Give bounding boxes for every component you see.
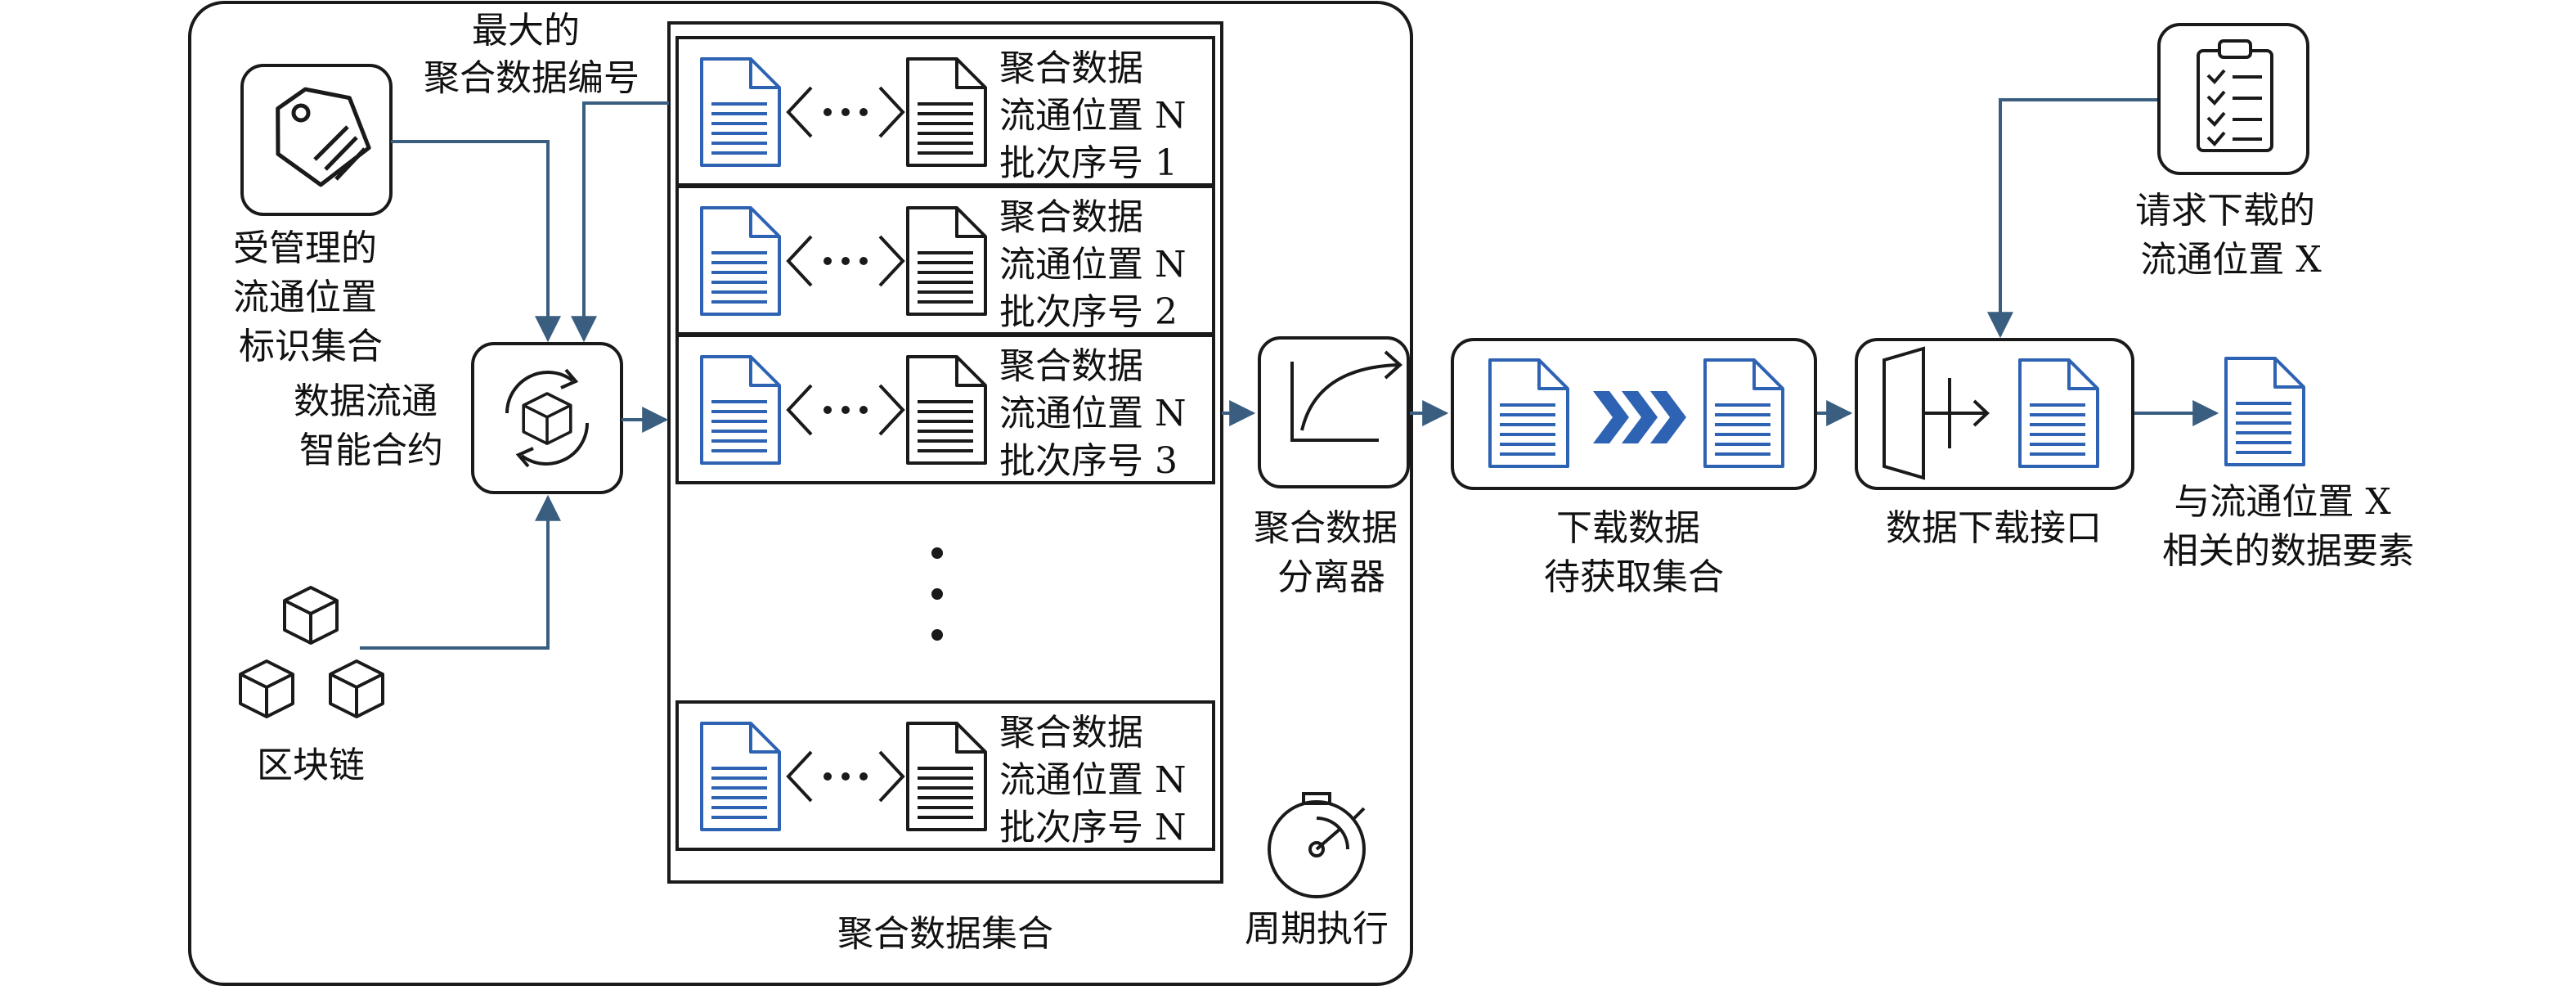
connectors (360, 98, 2219, 650)
triple-chevron-icon (1593, 391, 1686, 443)
agg-item-text: 聚合数据流通位置 N 批次序号 1 (999, 47, 1187, 184)
agg-item-line: 聚合数据 (999, 345, 1143, 387)
agg-item-line: 批次序号 3 (999, 440, 1178, 482)
agg-item-text: 聚合数据流通位置 N 批次序号 N (999, 712, 1187, 848)
stacked-cubes-icon (239, 586, 384, 718)
agg-data-set-box (667, 21, 1223, 884)
agg-item: 聚合数据流通位置 N 批次序号 3 (675, 334, 1215, 484)
request-location-label: 请求下载的 流通位置 X (2135, 190, 2327, 281)
black-document-icon (906, 355, 987, 465)
result-label: 与流通位置 X 相关的数据要素 (2162, 481, 2414, 572)
blue-document-icon (1488, 358, 1569, 468)
black-document-icon (906, 206, 987, 316)
blue-document-icon-2 (1703, 358, 1784, 468)
rotating-cube-icon (471, 342, 623, 494)
agg-item-line: 批次序号 2 (999, 291, 1178, 333)
agg-item-text: 聚合数据流通位置 N 批次序号 2 (999, 196, 1187, 333)
agg-item-line: 批次序号 N (999, 807, 1187, 848)
agg-item-line: 流通位置 N (999, 244, 1187, 286)
managed-location-set-label: 受管理的 流通位置 标识集合 (233, 227, 388, 367)
agg-item-line: 聚合数据 (999, 712, 1143, 754)
agg-item-text: 聚合数据流通位置 N 批次序号 3 (999, 345, 1187, 482)
agg-item-line: 聚合数据 (999, 196, 1143, 238)
agg-item: 聚合数据流通位置 N 批次序号 2 (675, 185, 1215, 335)
blue-document-icon (700, 355, 781, 465)
smart-contract-label: 数据流通 智能合约 (294, 380, 449, 471)
download-pending-box (1451, 338, 1817, 490)
download-interface-label: 数据下载接口 (1886, 507, 2102, 549)
periodic-label: 周期执行 (1245, 908, 1389, 950)
agg-item: 聚合数据流通位置 N 批次序号 1 (675, 36, 1215, 187)
blue-document-icon (700, 206, 781, 316)
stopwatch-icon (1268, 792, 1366, 898)
agg-item: 聚合数据流通位置 N 批次序号 N (675, 700, 1215, 851)
agg-item-line: 流通位置 N (999, 95, 1187, 137)
download-interface-box (1855, 338, 2134, 490)
blue-document-icon (700, 722, 781, 831)
separator-label: 聚合数据 分离器 (1254, 507, 1409, 598)
agg-data-set-label: 聚合数据集合 (837, 913, 1053, 955)
blockchain-label: 区块链 (257, 745, 365, 786)
agg-item-line: 流通位置 N (999, 393, 1187, 434)
checklist-clipboard-icon (2157, 23, 2309, 175)
price-tag-icon (240, 64, 393, 216)
funnel-output-icon (1883, 346, 1990, 480)
blue-document-icon (700, 57, 781, 167)
black-document-icon (906, 722, 987, 831)
blue-document-icon-3 (2018, 358, 2099, 468)
agg-item-line: 流通位置 N (999, 759, 1187, 801)
black-document-icon (906, 57, 987, 167)
agg-item-line: 批次序号 1 (999, 142, 1178, 184)
curved-arrow-icon (1258, 336, 1410, 488)
max-agg-number-label: 最大的 聚合数据编号 (424, 10, 640, 99)
agg-item-line: 聚合数据 (999, 47, 1143, 89)
outer-container (188, 1, 1413, 986)
ellipsis-vertical (931, 547, 943, 641)
download-pending-label: 下载数据 待获取集合 (1544, 507, 1724, 598)
result-document-icon (2224, 357, 2305, 466)
